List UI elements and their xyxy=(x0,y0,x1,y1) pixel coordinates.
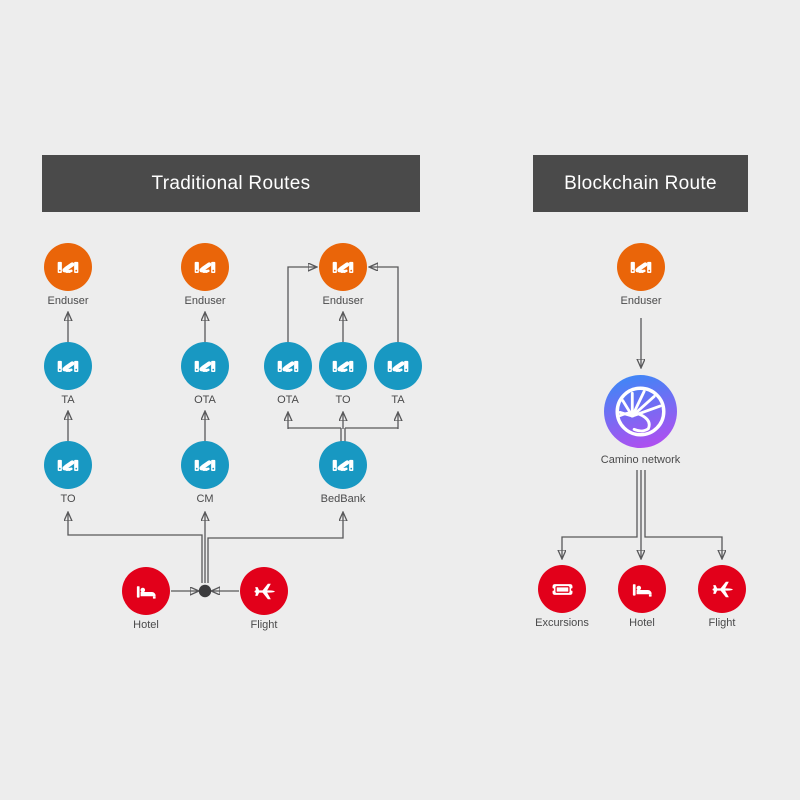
node-label: Camino network xyxy=(600,454,681,466)
blockchain-route-header: Blockchain Route xyxy=(533,155,748,212)
handshake-icon xyxy=(54,352,82,380)
ticket-icon xyxy=(549,576,576,603)
node-label: Hotel xyxy=(133,619,159,631)
node-ta-route1: TA xyxy=(44,342,92,406)
node-label: CM xyxy=(196,493,214,505)
node-label: Excursions xyxy=(535,617,589,629)
node-excursions-blockchain: Excursions xyxy=(535,565,589,629)
handshake-icon xyxy=(54,451,82,479)
plane-icon xyxy=(251,578,278,605)
handshake-icon xyxy=(191,253,219,281)
node-label: Enduser xyxy=(322,295,364,307)
ta-circle xyxy=(44,342,92,390)
handshake-icon xyxy=(627,253,655,281)
handshake-icon xyxy=(54,253,82,281)
bed-icon xyxy=(133,578,160,605)
node-enduser-blockchain: Enduser xyxy=(617,243,665,307)
arrow-camino-excursions xyxy=(562,470,638,558)
excursions-circle xyxy=(538,565,586,613)
camino-logo-icon xyxy=(604,375,677,448)
cm-circle xyxy=(181,441,229,489)
ta-circle xyxy=(374,342,422,390)
node-camino-network: Camino network xyxy=(601,375,680,466)
node-hotel-blockchain: Hotel xyxy=(618,565,666,629)
arrow-junction-to-r1 xyxy=(68,513,203,583)
enduser-circle xyxy=(319,243,367,291)
node-flight-blockchain: Flight xyxy=(698,565,746,629)
arrow-junction-bedbank xyxy=(207,513,343,583)
handshake-icon xyxy=(329,451,357,479)
node-label: Enduser xyxy=(620,295,662,307)
handshake-icon xyxy=(274,352,302,380)
arrow-ta-enduser-r3 xyxy=(370,267,399,342)
node-label: BedBank xyxy=(320,493,366,505)
node-flight-traditional: Flight xyxy=(240,567,288,631)
plane-icon xyxy=(709,576,736,603)
blockchain-wires xyxy=(562,318,722,558)
blockchain-route-title: Blockchain Route xyxy=(564,172,717,194)
traditional-wires xyxy=(68,267,399,598)
ota-circle xyxy=(181,342,229,390)
node-to-route1: TO xyxy=(44,441,92,505)
node-label: Flight xyxy=(250,619,278,631)
traditional-routes-header: Traditional Routes xyxy=(42,155,420,212)
traditional-routes-title: Traditional Routes xyxy=(151,172,311,194)
node-label: TA xyxy=(61,394,75,406)
node-label: OTA xyxy=(194,394,216,406)
handshake-icon xyxy=(191,352,219,380)
node-label: TO xyxy=(335,394,351,406)
node-label: OTA xyxy=(277,394,299,406)
node-enduser-route1: Enduser xyxy=(44,243,92,307)
ota-circle xyxy=(264,342,312,390)
to-circle xyxy=(319,342,367,390)
handshake-icon xyxy=(384,352,412,380)
to-circle xyxy=(44,441,92,489)
node-enduser-route3: Enduser xyxy=(319,243,367,307)
node-ota-route3: OTA xyxy=(264,342,312,406)
node-label: Enduser xyxy=(47,295,89,307)
node-label: TO xyxy=(60,493,76,505)
enduser-circle xyxy=(181,243,229,291)
node-to-route3: TO xyxy=(319,342,367,406)
handshake-icon xyxy=(329,352,357,380)
node-label: TA xyxy=(391,394,405,406)
node-ta-route3: TA xyxy=(374,342,422,406)
enduser-circle xyxy=(617,243,665,291)
handshake-icon xyxy=(191,451,219,479)
node-cm-route2: CM xyxy=(181,441,229,505)
node-label: Hotel xyxy=(629,617,655,629)
flight-circle xyxy=(240,567,288,615)
node-bedbank-route3: BedBank xyxy=(319,441,367,505)
arrow-ota-enduser-r3 xyxy=(287,267,316,342)
enduser-circle xyxy=(44,243,92,291)
hotel-circle xyxy=(122,567,170,615)
flight-circle xyxy=(698,565,746,613)
bed-icon xyxy=(629,576,656,603)
hotel-circle xyxy=(618,565,666,613)
node-enduser-route2: Enduser xyxy=(181,243,229,307)
node-label: Flight xyxy=(708,617,736,629)
handshake-icon xyxy=(329,253,357,281)
arrow-camino-flight xyxy=(644,470,722,558)
camino-network-circle xyxy=(604,375,677,448)
junction-dot xyxy=(198,584,212,598)
node-hotel-traditional: Hotel xyxy=(122,567,170,631)
node-label: Enduser xyxy=(184,295,226,307)
node-ota-route2: OTA xyxy=(181,342,229,406)
bedbank-circle xyxy=(319,441,367,489)
